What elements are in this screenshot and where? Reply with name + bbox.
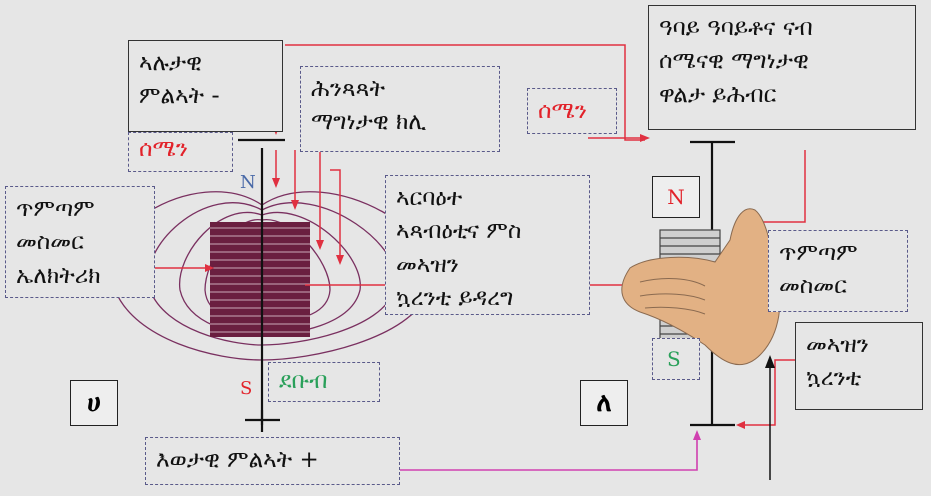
pole-n-right: N — [652, 176, 700, 218]
current-arrow — [765, 355, 775, 480]
solenoid-icon — [210, 222, 310, 337]
positive-terminal-label: እወታዊ ምልኣት + — [145, 437, 400, 485]
current-direction-label: መኣዝን ኳረንቲ — [795, 322, 923, 410]
pole-s-right: S — [652, 338, 700, 380]
pole-s-left: S — [240, 378, 253, 399]
south-label: ደቡብ — [268, 362, 380, 402]
pink-arrow-head — [693, 430, 701, 440]
electric-coil-label: ጥምጣም መስመር ኤለክትሪክ — [5, 186, 155, 298]
figure-a-label: ሀ — [70, 380, 118, 426]
magnetic-field-lines-label: ሕንጻጻት ማግነታዊ ክሊ — [300, 66, 500, 152]
south-pole-left-label: ሰሜን — [128, 132, 233, 172]
top-right-note: ዓባይ ዓባይቶና ናብ ሰሜናዊ ማግነታዊ ዋልታ ይሕብር — [648, 5, 916, 130]
figure-b-label: ለ — [580, 380, 628, 426]
fingers-note: ኣርባዕተ ኣጻብዕቲና ምስ መኣዝን ኳረንቲ ይዳረግ — [385, 175, 590, 315]
pink-wire — [400, 436, 698, 471]
negative-terminal-label: ኣሉታዊ ምልኣት - — [128, 40, 283, 132]
coil-right-label: ጥምጣም መስመር — [768, 230, 908, 312]
left-circuit-wire — [238, 138, 285, 432]
pole-n-left: N — [240, 172, 256, 193]
south-pole-right-label: ሰሜን — [527, 88, 617, 134]
